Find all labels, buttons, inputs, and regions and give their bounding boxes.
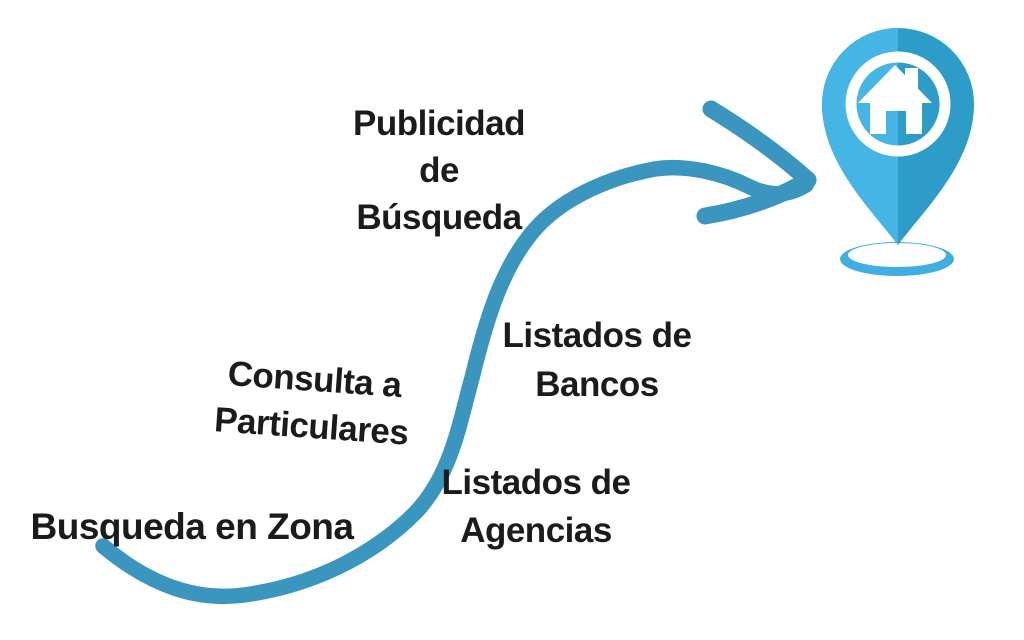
house-body-icon [870, 103, 922, 134]
curved-arrow-shaft [95, 159, 814, 605]
step-line: de [419, 151, 459, 190]
step-line: Publicidad [353, 104, 525, 143]
arrowhead-upper-barb-icon [702, 100, 817, 189]
step-line: Listados de [441, 463, 631, 502]
step-line: Búsqueda [356, 198, 522, 237]
step-label-publicidad-de-busqueda: Publicidad de Búsqueda [279, 100, 599, 241]
house-icon [858, 65, 932, 103]
step-line: Busqueda en Zona [30, 506, 354, 547]
arrowhead-lower-barb-icon [696, 171, 817, 225]
pin-shadow-ellipse [840, 242, 954, 276]
step-line: Listados de [502, 316, 692, 355]
step-label-listados-de-agencias: Listados de Agencias [376, 459, 696, 555]
step-line: Bancos [535, 365, 659, 404]
pin-ring-icon [845, 51, 951, 157]
step-label-busqueda-en-zona: Busqueda en Zona [17, 506, 367, 548]
step-line: Agencias [460, 511, 612, 550]
step-label-listados-de-bancos: Listados de Bancos [437, 311, 757, 409]
